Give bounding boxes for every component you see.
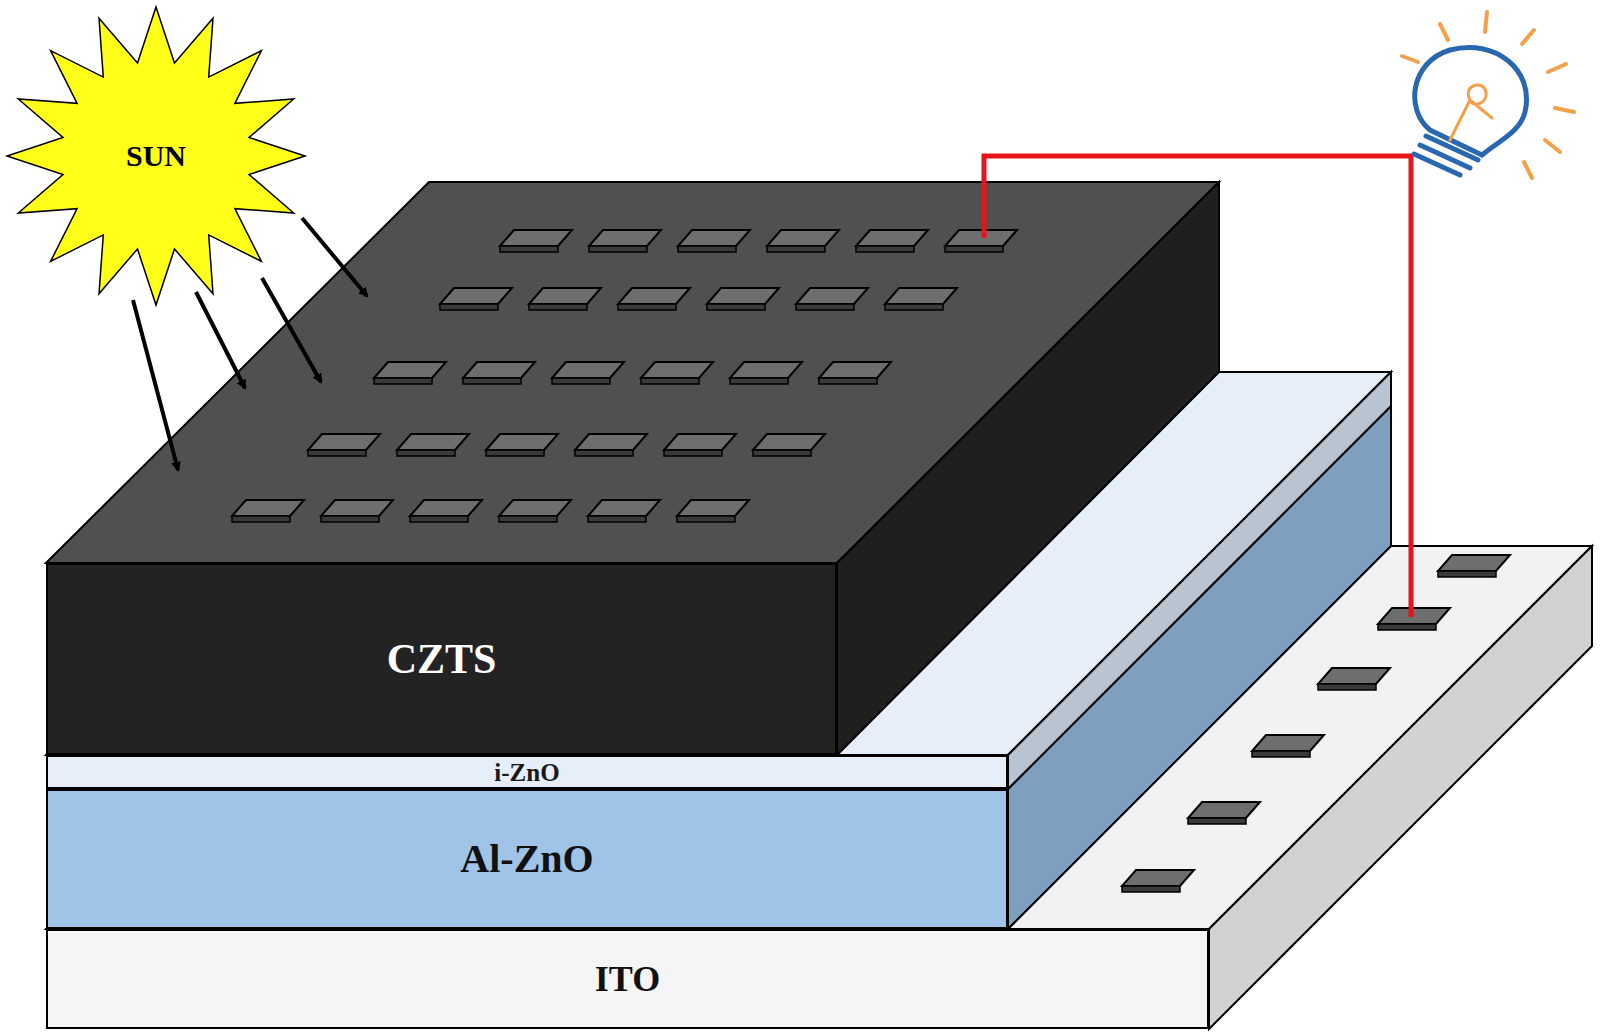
contact-pad-edge (677, 516, 735, 522)
contact-pad-edge (707, 304, 765, 310)
sunlight-arrow (302, 218, 367, 296)
contact-pad (730, 362, 802, 378)
contact-pad (945, 230, 1017, 246)
contact-pad-edge (856, 246, 914, 252)
contact-pad-edge (463, 378, 521, 384)
contact-pad (885, 288, 957, 304)
contact-pad-edge (885, 304, 943, 310)
contact-pad-edge (589, 246, 647, 252)
contact-pad (463, 362, 535, 378)
contact-pad (819, 362, 891, 378)
contact-pad-edge (529, 304, 587, 310)
layer-label: Al-ZnO (460, 839, 593, 879)
contact-pad-edge (678, 246, 736, 252)
contact-pad (618, 288, 690, 304)
contact-pad (1252, 735, 1324, 751)
contact-pad-edge (1438, 571, 1496, 577)
contact-pad-edge (588, 516, 646, 522)
contact-pad-edge (232, 516, 290, 522)
contact-pad (486, 434, 558, 450)
contact-pad-edge (486, 450, 544, 456)
contact-pad (397, 434, 469, 450)
contact-pad-edge (499, 516, 557, 522)
layer-label: CZTS (387, 638, 497, 680)
contact-pad (529, 288, 601, 304)
contact-pad-edge (321, 516, 379, 522)
layer-band: ITO (46, 929, 1209, 1029)
contact-pad (856, 230, 928, 246)
contact-pad (589, 230, 661, 246)
czts-side-face (837, 182, 1219, 755)
contact-pad (232, 500, 304, 516)
layer-label: SUN (126, 141, 186, 171)
layer-band: CZTS (46, 563, 837, 755)
layer-band: i-ZnO (46, 755, 1008, 789)
contact-pad-edge (1318, 684, 1376, 690)
sunlight-arrow (196, 292, 245, 388)
contact-pad (410, 500, 482, 516)
contact-pad (753, 434, 825, 450)
contact-pad (552, 362, 624, 378)
layer-label: ITO (595, 961, 660, 997)
wire (984, 156, 1411, 617)
contact-pad (308, 434, 380, 450)
contact-pad-edge (753, 450, 811, 456)
contact-pad (500, 230, 572, 246)
contact-pad (664, 434, 736, 450)
sunlight-arrow (262, 278, 321, 382)
contact-pad-edge (552, 378, 610, 384)
contact-pad-edge (1122, 886, 1180, 892)
contact-pad-edge (1188, 818, 1246, 824)
contact-pad (588, 500, 660, 516)
contact-pad-edge (664, 450, 722, 456)
contact-pad (1122, 870, 1194, 886)
contact-pad (767, 230, 839, 246)
contact-pad-edge (374, 378, 432, 384)
contact-pad-edge (796, 304, 854, 310)
contact-pad (677, 500, 749, 516)
contact-pad-edge (440, 304, 498, 310)
contact-pad (374, 362, 446, 378)
contact-pad-edge (1378, 624, 1436, 630)
contact-pad (1318, 668, 1390, 684)
contact-pad-edge (410, 516, 468, 522)
contact-pad (575, 434, 647, 450)
contact-pad (678, 230, 750, 246)
contact-pad (440, 288, 512, 304)
contact-pad (641, 362, 713, 378)
contact-pad-edge (575, 450, 633, 456)
contact-pad (796, 288, 868, 304)
contact-pad-edge (308, 450, 366, 456)
sun-star: SUN (3, 3, 309, 309)
contact-pad-edge (500, 246, 558, 252)
contact-pad (1438, 555, 1510, 571)
contact-pad (707, 288, 779, 304)
layer-label: i-ZnO (494, 760, 559, 785)
contact-pad (1378, 608, 1450, 624)
contact-pad (499, 500, 571, 516)
contact-pad-edge (767, 246, 825, 252)
contact-pad (321, 500, 393, 516)
contact-pad (1188, 802, 1260, 818)
contact-pad-edge (397, 450, 455, 456)
contact-pad-edge (618, 304, 676, 310)
sunlight-arrow (133, 300, 178, 470)
contact-pad-edge (641, 378, 699, 384)
contact-pad-edge (1252, 751, 1310, 757)
contact-pad-edge (730, 378, 788, 384)
light-bulb (1402, 12, 1574, 178)
contact-pad-edge (945, 246, 1003, 252)
layer-band: Al-ZnO (46, 789, 1008, 929)
contact-pad-edge (819, 378, 877, 384)
